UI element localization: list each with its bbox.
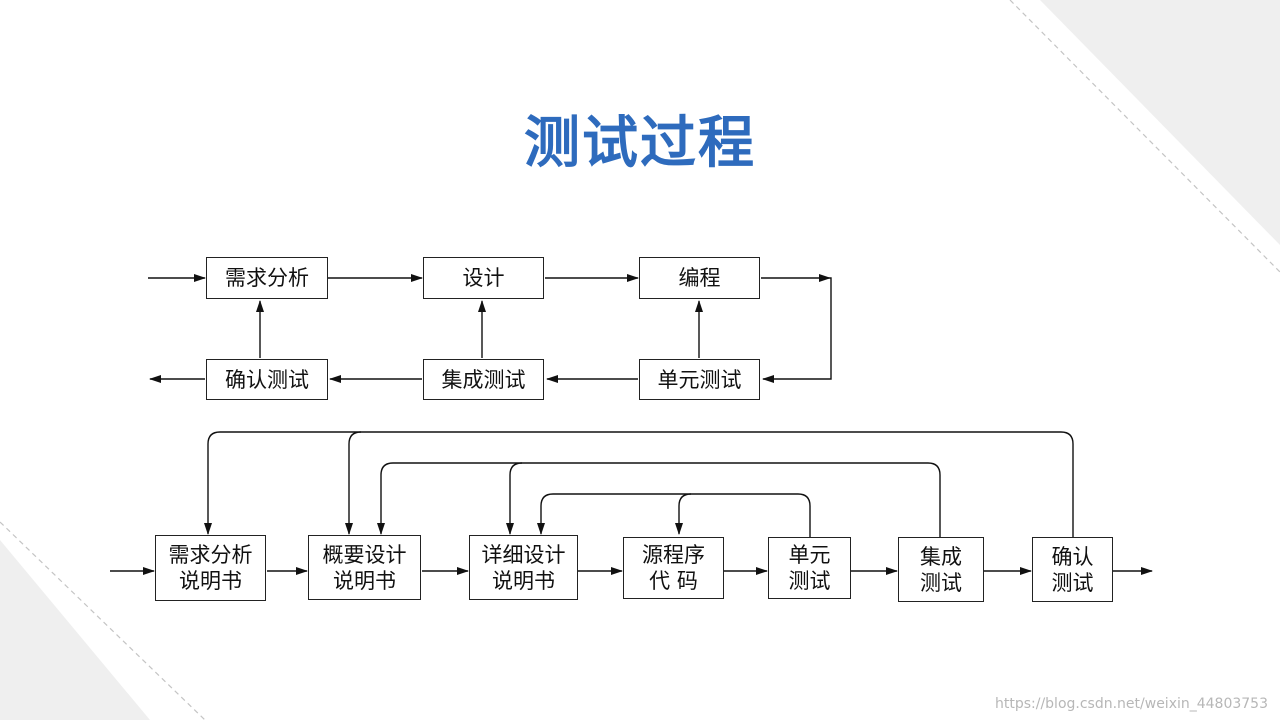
box-label-line1: 单元 xyxy=(788,543,831,567)
box-label-line2: 说明书 xyxy=(333,568,396,593)
box-integration-test: 集成测试 xyxy=(423,359,544,400)
arrow-loop-to-unit-test xyxy=(762,277,832,383)
box-design: 设计 xyxy=(423,257,544,299)
box-label-line1: 集成 xyxy=(920,544,962,569)
box-coding: 编程 xyxy=(639,257,760,299)
box-unit-test-bottom: 单元 测试 xyxy=(768,537,851,599)
box-label: 编程 xyxy=(678,266,721,290)
loop-acceptance-to-overview xyxy=(345,431,362,535)
page-title: 测试过程 xyxy=(524,111,756,176)
box-label: 单元测试 xyxy=(657,367,742,392)
loop-unit-to-detail xyxy=(537,493,811,537)
box-label-line2: 测试 xyxy=(920,570,962,595)
box-requirements-spec: 需求分析 说明书 xyxy=(155,535,266,601)
box-acceptance-test: 确认测试 xyxy=(206,359,328,400)
loop-unit-to-source xyxy=(675,493,692,535)
loop-integration-to-overview xyxy=(377,462,941,537)
box-label-line1: 需求分析 xyxy=(168,543,253,567)
box-overview-design-spec: 概要设计 说明书 xyxy=(308,535,421,600)
box-detail-design-spec: 详细设计 说明书 xyxy=(469,535,578,600)
box-integration-test-bottom: 集成 测试 xyxy=(898,537,984,602)
loop-integration-to-detail xyxy=(506,462,523,535)
box-label-line2: 代 码 xyxy=(649,569,698,593)
box-label-line1: 确认 xyxy=(1051,544,1094,569)
box-label-line1: 概要设计 xyxy=(322,542,407,567)
box-source-code: 源程序 代 码 xyxy=(623,537,724,599)
box-requirements-analysis: 需求分析 xyxy=(206,257,328,299)
box-label: 设计 xyxy=(462,266,505,290)
box-label-line2: 测试 xyxy=(1051,570,1094,595)
box-unit-test: 单元测试 xyxy=(639,359,760,400)
box-label-line1: 源程序 xyxy=(642,543,705,567)
box-acceptance-test-bottom: 确认 测试 xyxy=(1032,537,1113,602)
box-label-line2: 测试 xyxy=(788,569,831,593)
loop-acceptance-to-specs xyxy=(204,431,1074,537)
box-label: 集成测试 xyxy=(441,367,526,392)
box-label: 需求分析 xyxy=(225,266,309,290)
box-label-line2: 说明书 xyxy=(492,568,555,593)
box-label: 确认测试 xyxy=(225,367,309,392)
watermark-url: https://blog.csdn.net/weixin_44803753 xyxy=(994,696,1268,712)
box-label-line2: 说明书 xyxy=(179,569,242,593)
box-label-line1: 详细设计 xyxy=(481,542,566,567)
